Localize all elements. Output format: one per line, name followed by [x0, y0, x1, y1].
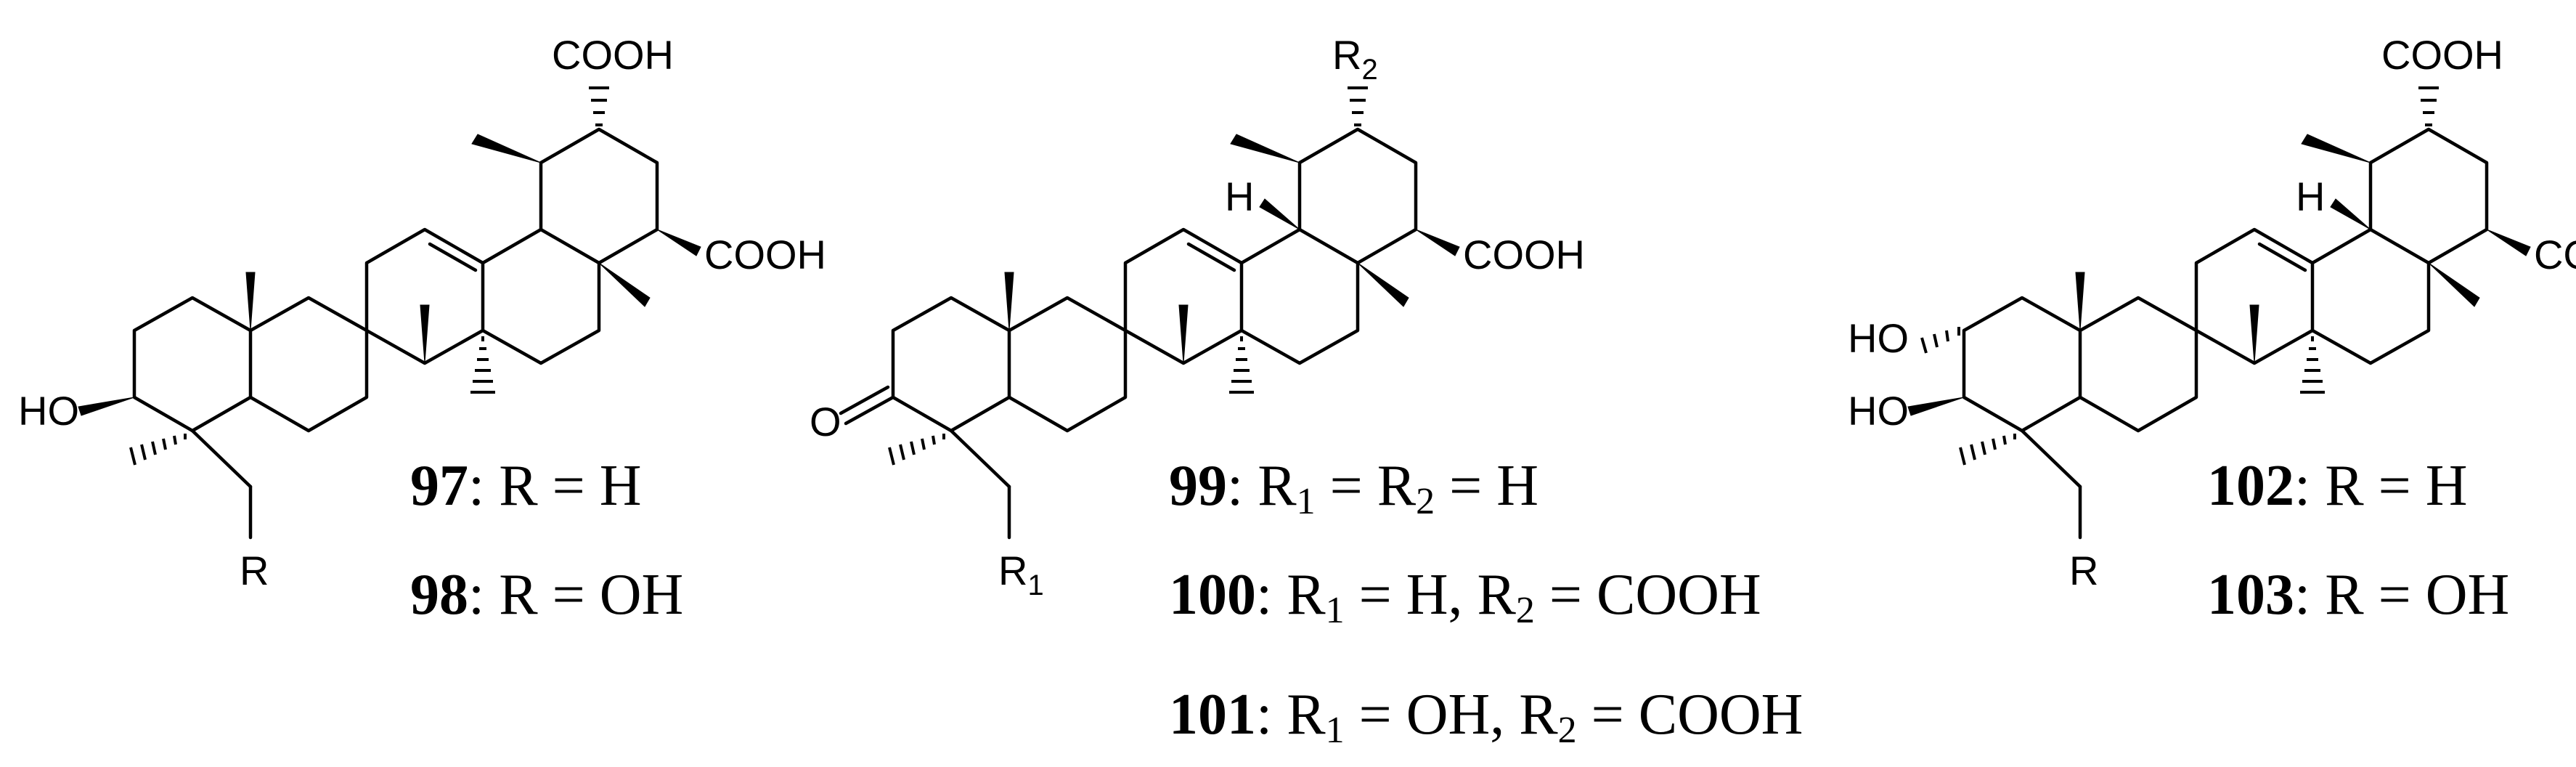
caption-97: 97: R = H [410, 454, 641, 518]
caption-98: 98: R = OH [410, 563, 683, 627]
h-label: H [2296, 174, 2325, 219]
h-label: H [1225, 174, 1254, 219]
c28-cooh-label: COOH [704, 232, 826, 277]
caption-100: 100: R1 = H, R2 = COOH [1169, 563, 1761, 631]
caption-99: 99: R1 = R2 = H [1169, 454, 1538, 522]
r2-label: R2 [1332, 32, 1378, 86]
ho-label: HO [18, 388, 79, 434]
c28-cooh-label: COOH [2534, 232, 2576, 277]
structure-99-101: R2 H COOH O R1 99: R1 = R2 = H 100: R1 =… [810, 32, 1803, 751]
structure-102-103: COOH H COOH HO HO R 102: R = H 103: R = … [1848, 32, 2576, 627]
caption-102: 102: R = H [2207, 454, 2467, 518]
ho-3-label: HO [1848, 388, 1909, 434]
ho-2-label: HO [1848, 315, 1909, 361]
top-cooh-label: COOH [2381, 32, 2503, 78]
c28-cooh-label: COOH [1463, 232, 1585, 277]
caption-103: 103: R = OH [2207, 563, 2509, 627]
top-cooh-label: COOH [552, 32, 674, 78]
caption-101: 101: R1 = OH, R2 = COOH [1169, 683, 1803, 751]
r-label: R [240, 548, 269, 593]
r1-label: R1 [998, 548, 1044, 601]
r-label: R [2069, 548, 2098, 593]
ketone-o-label: O [810, 399, 841, 445]
structure-97-98: COOH COOH HO R 97: R = H 98: R = OH [18, 32, 826, 627]
